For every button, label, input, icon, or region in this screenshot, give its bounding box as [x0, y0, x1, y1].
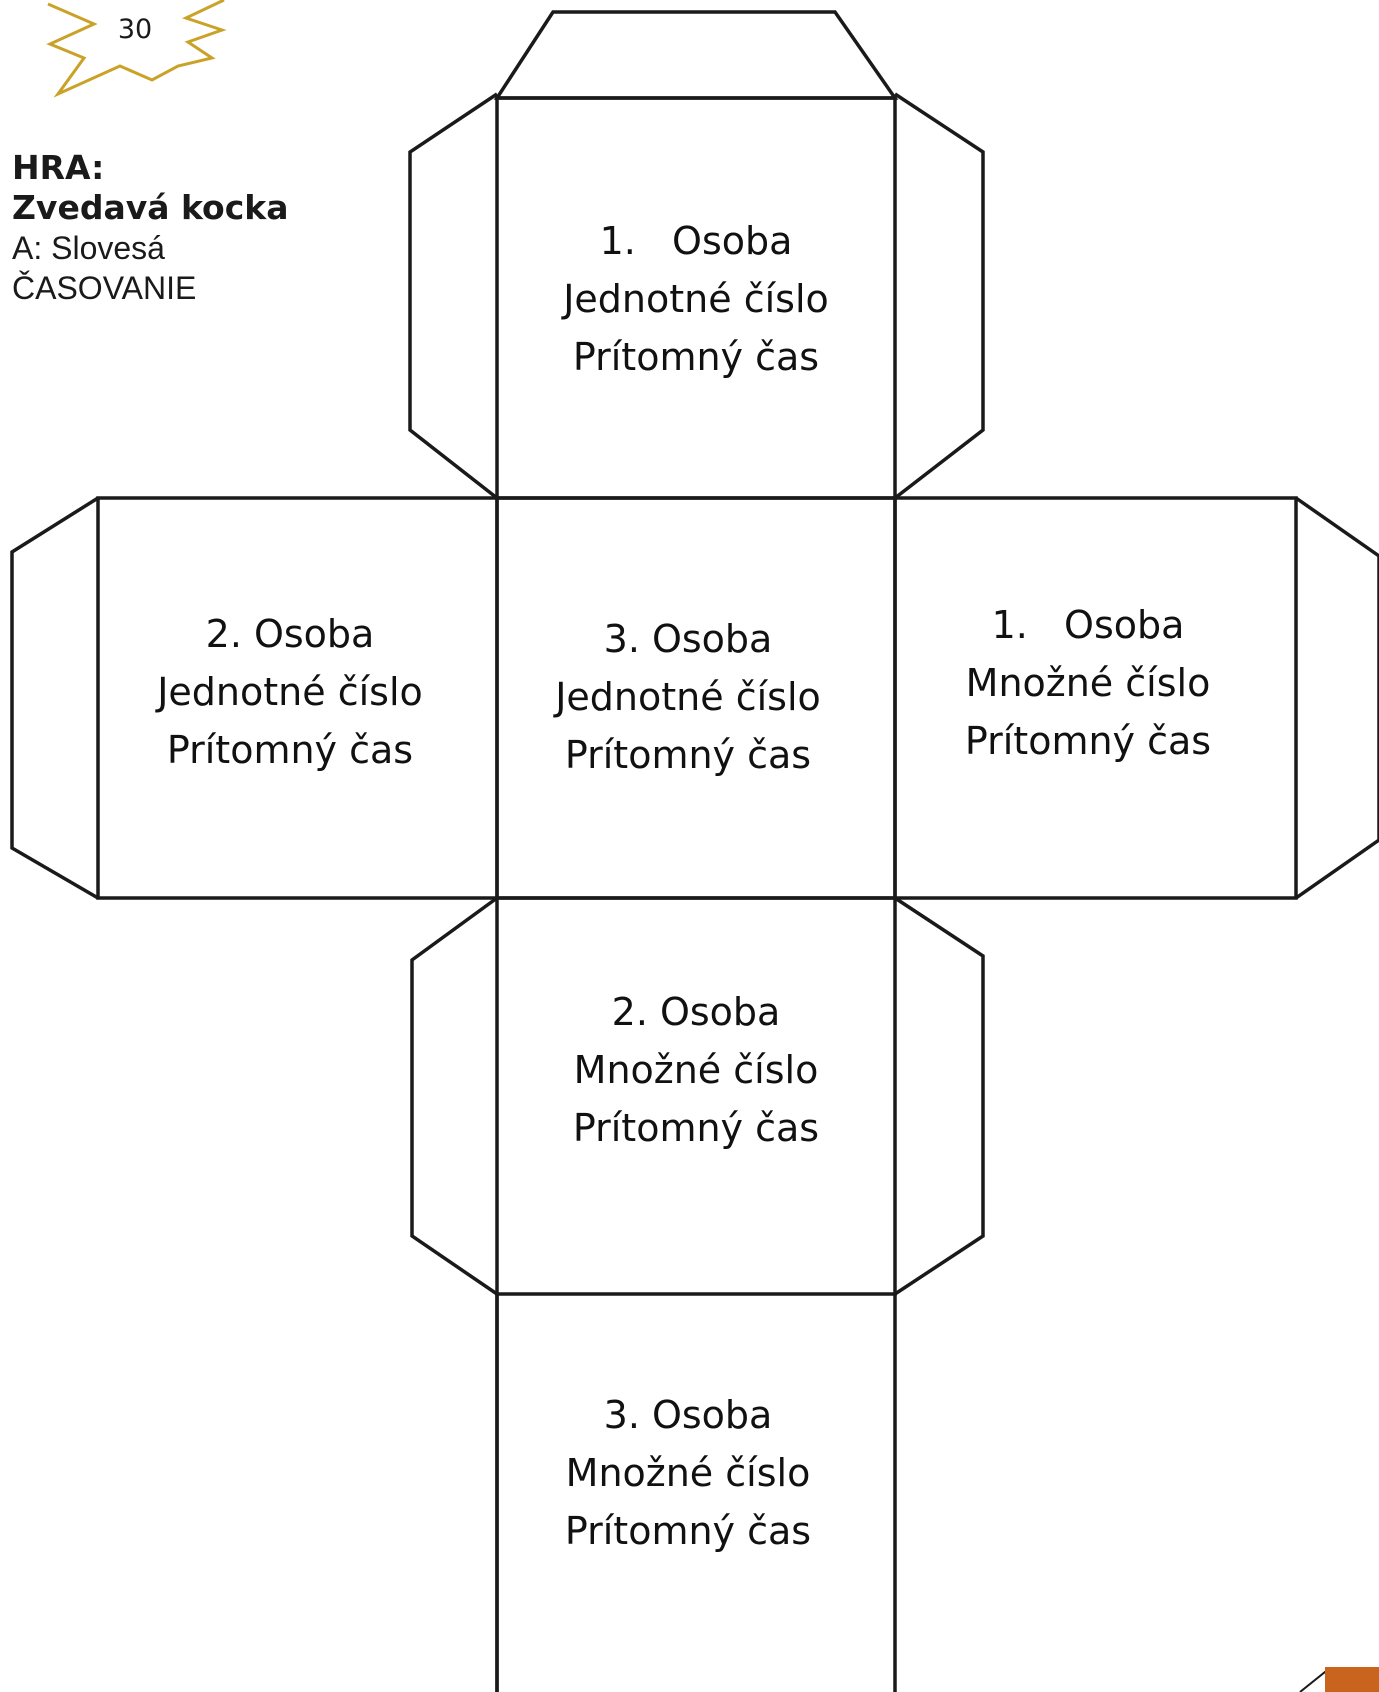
- face-5-frame: [495, 896, 897, 1296]
- face-5-number: Množné číslo: [573, 1048, 819, 1092]
- game-title: Zvedavá kocka: [12, 188, 289, 227]
- face-4-number: Množné číslo: [965, 661, 1211, 705]
- face-3-person: 3. Osoba: [603, 617, 773, 661]
- face-3-number: Jednotné číslo: [555, 675, 821, 719]
- face-6-number: Množné číslo: [565, 1451, 811, 1495]
- face-6-tense: Prítomný čas: [564, 1509, 812, 1553]
- face-5-left-flap: [410, 896, 499, 1296]
- face-4-text: 1. Osoba Množné číslo Prítomný čas: [888, 596, 1288, 770]
- face-2-person: 2. Osoba: [205, 612, 375, 656]
- face-1-right-flap: [893, 92, 985, 500]
- top-flap: [493, 10, 899, 100]
- face-6-text: 3. Osoba Množné číslo Prítomný čas: [488, 1386, 888, 1560]
- face-4-person: 1. Osoba: [991, 603, 1185, 647]
- face-2-tense: Prítomný čas: [166, 728, 414, 772]
- face-4-tense: Prítomný čas: [964, 719, 1212, 763]
- face-5-tense: Prítomný čas: [572, 1106, 820, 1150]
- face-1-left-flap: [408, 92, 499, 500]
- face-2-text: 2. Osoba Jednotné číslo Prítomný čas: [90, 605, 490, 779]
- right-end-flap: [1294, 496, 1379, 900]
- face-1-person: 1. Osoba: [599, 219, 793, 263]
- face-5-right-flap: [894, 896, 985, 1296]
- face-3-text: 3. Osoba Jednotné číslo Prítomný čas: [488, 610, 888, 784]
- topic-label: ČASOVANIE: [12, 270, 197, 306]
- corner-accent-tab: [1325, 1667, 1379, 1692]
- face-6-person: 3. Osoba: [603, 1393, 773, 1437]
- face-3-tense: Prítomný čas: [564, 733, 812, 777]
- starburst-badge: [46, 0, 227, 98]
- face-1-number: Jednotné číslo: [563, 277, 829, 321]
- game-label: HRA:: [12, 148, 105, 187]
- face-4-frame: [893, 496, 1298, 900]
- left-end-flap: [10, 496, 99, 900]
- face-1-text: 1. Osoba Jednotné číslo Prítomný čas: [496, 212, 896, 386]
- section-label: A: Slovesá: [12, 230, 165, 266]
- face-5-text: 2. Osoba Množné číslo Prítomný čas: [496, 983, 896, 1157]
- badge-number: 30: [117, 14, 153, 45]
- face-5-person: 2. Osoba: [611, 990, 781, 1034]
- header-block: HRA: Zvedavá kocka A: Slovesá ČASOVANIE: [12, 148, 342, 308]
- face-2-number: Jednotné číslo: [157, 670, 423, 714]
- face-1-tense: Prítomný čas: [572, 335, 820, 379]
